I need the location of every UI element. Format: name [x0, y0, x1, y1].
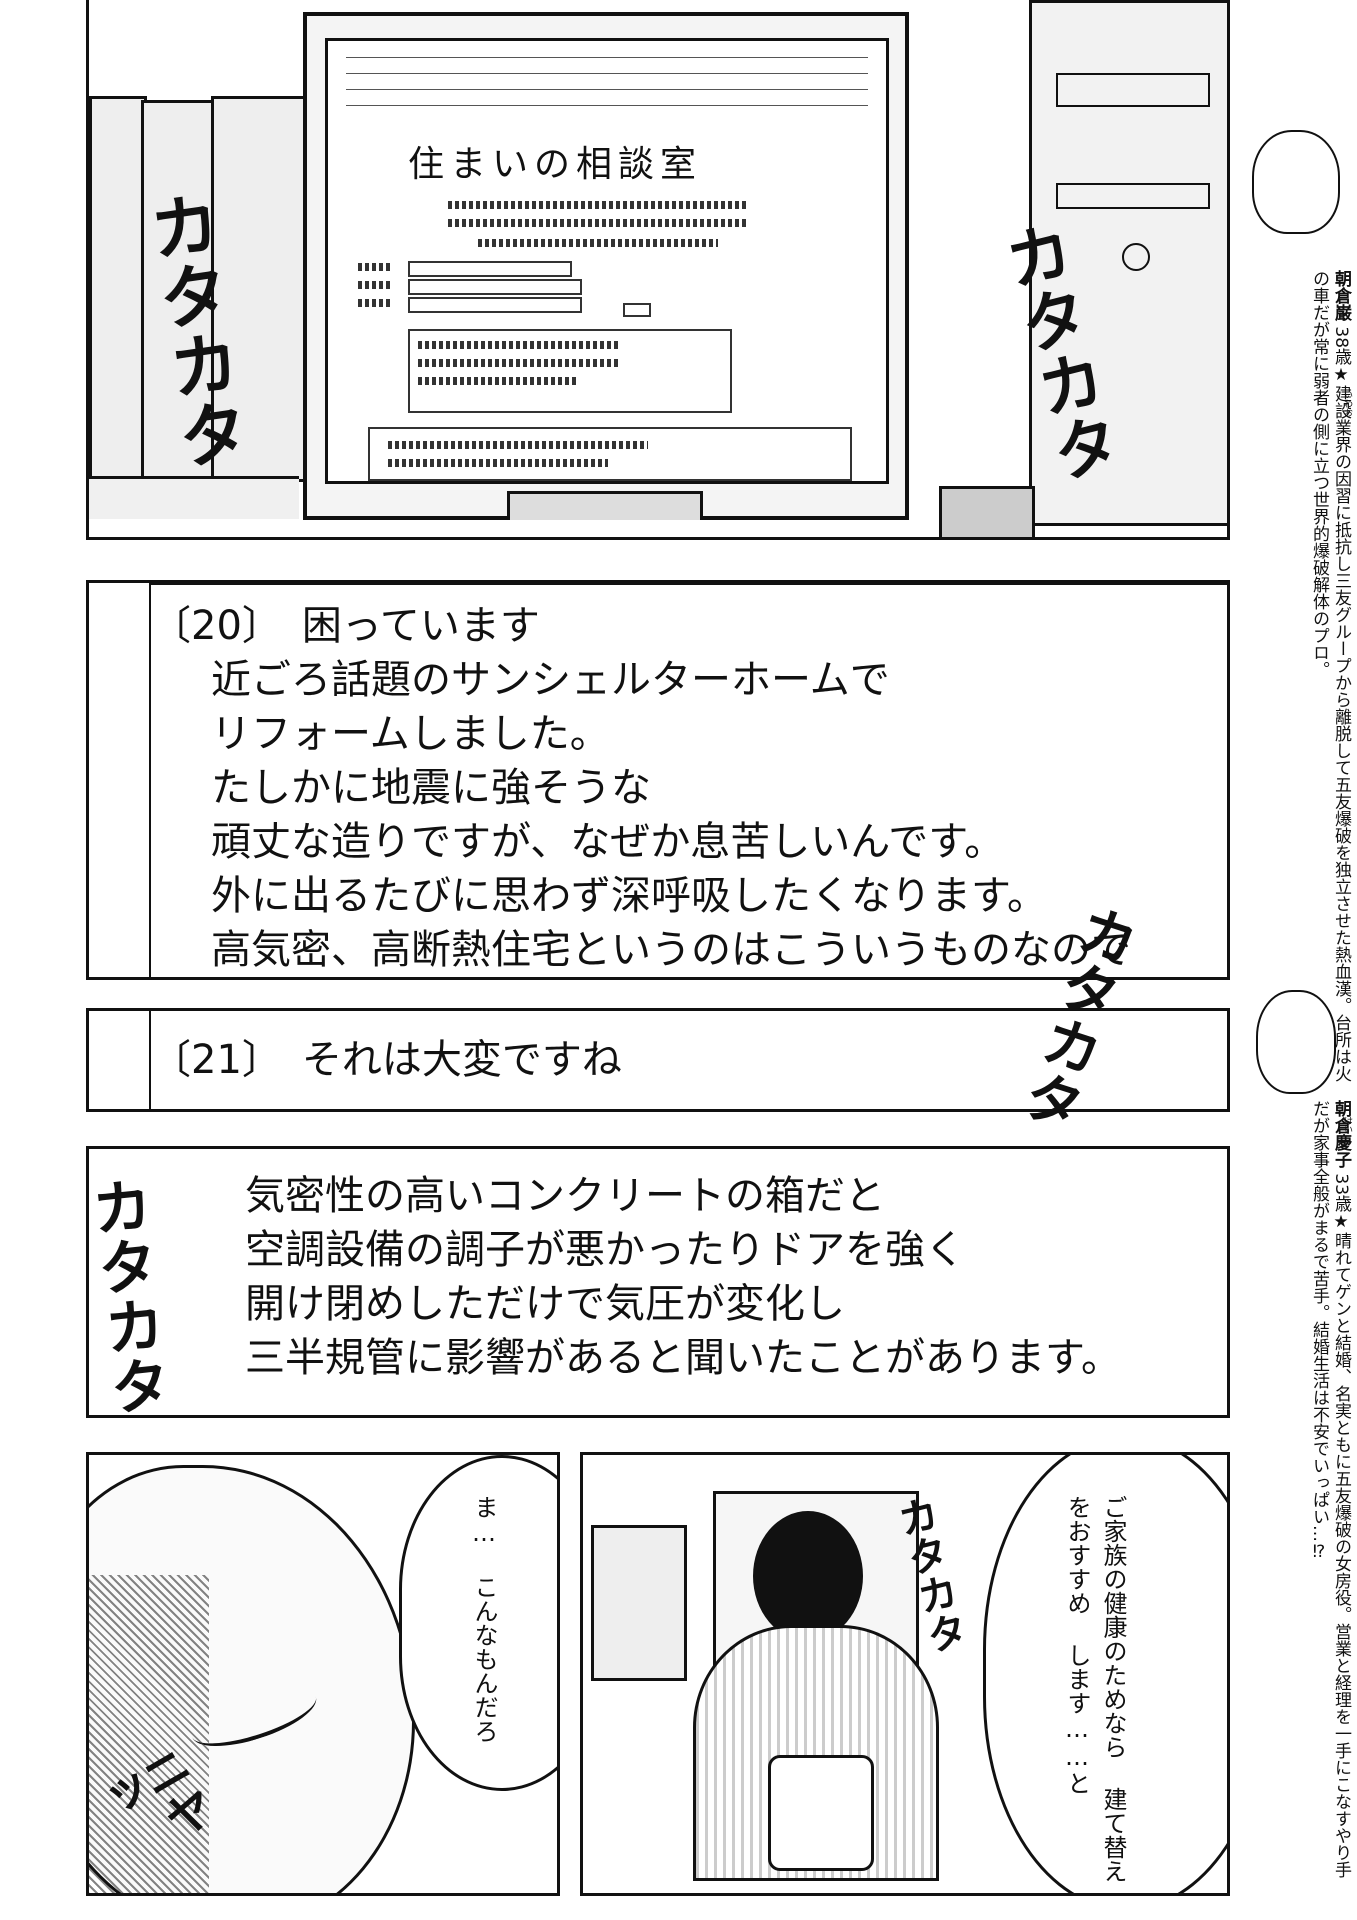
post-dots-2 [388, 459, 608, 467]
menu-row-4 [346, 95, 868, 106]
gen-portrait [1252, 130, 1340, 234]
post-20-line: 近ごろ話題のサンシェルターホームで [211, 657, 890, 703]
screen-title: 住まいの相談室 [408, 144, 703, 185]
post-21-line: 空調設備の調子が悪かったりドアを強く [245, 1227, 965, 1273]
post-21-inner-frame [149, 1011, 1227, 1109]
post-20-line: 外に出るたびに思わず深呼吸したくなります。 [211, 873, 1047, 919]
post-box [368, 427, 852, 481]
panel-post-21-body: 気密性の高いコンクリートの箱だと 空調設備の調子が悪かったりドアを強く 開け閉め… [86, 1146, 1230, 1418]
bubble-left-line: こんなもんだろ [470, 1575, 498, 1743]
bubble-right-line: 建て替えをおすすめ [1063, 1495, 1127, 1883]
chair-back [768, 1755, 874, 1871]
small-button[interactable] [623, 303, 651, 317]
shelf-line [89, 476, 299, 519]
keiko-name-ruby: けいこ [1342, 1116, 1352, 1143]
bubble-right-line: ご家族の健康のためなら [1099, 1495, 1127, 1759]
panel-computer-screen: 住まいの相談室 カタカタ カタカタ [86, 0, 1230, 540]
speech-bubble-left-text: ま… こんなもんだろ [467, 1495, 501, 1795]
post-20-header: 〔20〕 困っています [151, 603, 540, 649]
screen: 住まいの相談室 [325, 38, 889, 484]
panel-smirk: ま… こんなもんだろ ニヤッ [86, 1452, 560, 1896]
gen-description: 38歳★建設業界の因習に抵抗し三友グループから離脱して五友爆破を独立させた熱血漢… [1309, 270, 1351, 1083]
binder-mid [141, 100, 217, 482]
post-20-line: 高気密、高断熱住宅というのはこういうものなので [211, 927, 1131, 973]
gen-note-text: 朝倉巌 38歳★建設業界の因習に抵抗し三友グループから離脱して五友爆破を独立させ… [1308, 270, 1352, 1090]
textarea-dots-1 [418, 341, 618, 349]
textarea-dots-3 [418, 377, 578, 385]
menu-row-1 [346, 47, 868, 58]
post-21-line: 三半規管に影響があると聞いたことがあります。 [245, 1335, 1121, 1381]
keiko-description: 33歳★晴れてゲンと結婚、名実ともに五友爆破の女房役。営業と経理を一手にこなすや… [1309, 1100, 1351, 1879]
speaker [939, 486, 1035, 537]
post-21-header: 〔21〕 それは大変ですね [151, 1037, 622, 1083]
post-20-inner-frame [149, 583, 1227, 977]
panel-post-21-header: 〔21〕 それは大変ですね [86, 1008, 1230, 1112]
post-21-body: 気密性の高いコンクリートの箱だと 空調設備の調子が悪かったりドアを強く 開け閉め… [245, 1169, 1121, 1385]
desk-binders [591, 1525, 687, 1681]
post-21-line: 気密性の高いコンクリートの箱だと [245, 1173, 885, 1219]
panel-desk: カタカタ ご家族の健康のためなら 建て替えをおすすめ します……と [580, 1452, 1230, 1896]
shadow-hatching [89, 1575, 209, 1893]
monitor: 住まいの相談室 [303, 12, 909, 520]
man-head [753, 1511, 863, 1641]
drive-bay-1 [1056, 73, 1210, 107]
label-dots-3 [358, 299, 392, 307]
panel-post-20: 〔20〕 困っています 近ごろ話題のサンシェルターホームで リフォームしました。… [86, 580, 1230, 980]
bubble-right-line: します……と [1063, 1643, 1091, 1795]
character-note-gen: 朝倉巌 38歳★建設業界の因習に抵抗し三友グループから離脱して五友爆破を独立させ… [1236, 120, 1356, 1082]
textarea-dots-2 [418, 359, 618, 367]
label-dots-2 [358, 281, 392, 289]
speech-bubble-right-text: ご家族の健康のためなら 建て替えをおすすめ します……と [1059, 1495, 1131, 1893]
post-20-line: たしかに地震に強そうな [211, 765, 651, 811]
label-dots-1 [358, 263, 392, 271]
post-20-body: 近ごろ話題のサンシェルターホームで リフォームしました。 たしかに地震に強そうな… [211, 653, 1131, 977]
speech-bubble-left [399, 1455, 557, 1791]
post-dots-1 [388, 441, 648, 449]
binder-right [211, 96, 307, 482]
gen-name: 朝倉巌 [1331, 270, 1351, 321]
keiko-name: 朝倉慶子 [1331, 1100, 1351, 1168]
drive-bay-2 [1056, 183, 1210, 209]
bubble-left-line: ま… [470, 1495, 498, 1547]
form-field-2[interactable] [408, 279, 582, 295]
character-note-keiko: 朝倉慶子 33歳★晴れてゲンと結婚、名実ともに五友爆破の女房役。営業と経理を一手… [1236, 990, 1356, 1910]
post-21-line: 開け閉めしただけで気圧が変化し [245, 1281, 845, 1327]
monitor-stand [507, 491, 703, 520]
form-field-3[interactable] [408, 297, 582, 313]
menu-row-3 [346, 79, 868, 90]
text-dots-1 [448, 201, 748, 209]
keiko-portrait [1256, 990, 1336, 1094]
text-dots-2 [448, 219, 748, 227]
power-button [1122, 243, 1150, 271]
form-field-1[interactable] [408, 261, 572, 277]
text-dots-3 [478, 239, 718, 247]
post-20-line: リフォームしました。 [211, 711, 610, 757]
speech-bubble-right [983, 1455, 1227, 1893]
menu-row-2 [346, 63, 868, 74]
binder-left [89, 96, 147, 482]
pc-tower [1029, 0, 1227, 526]
post-20-line: 頑丈な造りですが、なぜか息苦しいんです。 [211, 819, 1005, 865]
gen-name-ruby: いわお [1342, 390, 1352, 417]
keiko-note-text: 朝倉慶子 33歳★晴れてゲンと結婚、名実ともに五友爆破の女房役。営業と経理を一手… [1308, 1100, 1352, 1890]
